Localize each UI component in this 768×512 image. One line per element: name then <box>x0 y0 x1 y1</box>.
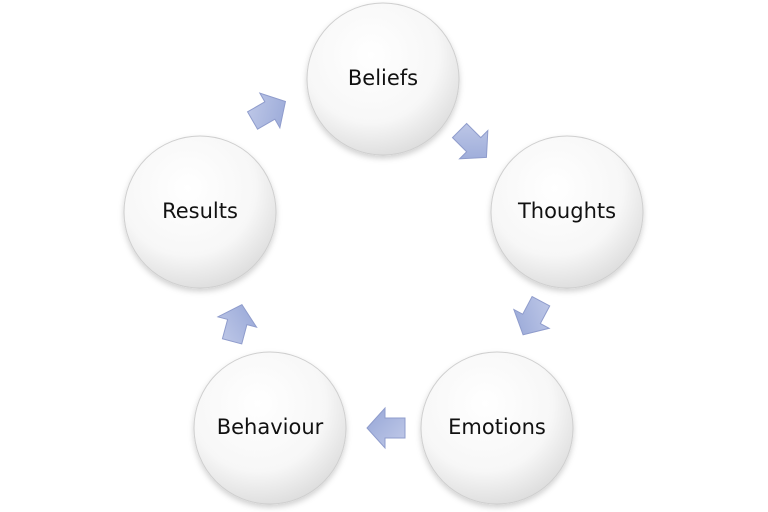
node-thoughts: Thoughts <box>490 135 644 289</box>
node-results: Results <box>123 135 277 289</box>
node-results-circle <box>123 135 277 289</box>
arrow-thoughts-to-emotions <box>512 295 551 336</box>
node-emotions: Emotions <box>420 351 574 505</box>
node-beliefs: Beliefs <box>306 2 460 156</box>
node-behaviour: Behaviour <box>193 351 347 505</box>
arrow-beliefs-to-thoughts <box>451 122 489 160</box>
node-behaviour-circle <box>193 351 347 505</box>
node-thoughts-circle <box>490 135 644 289</box>
node-emotions-label: Emotions <box>448 415 546 439</box>
node-beliefs-circle <box>306 2 460 156</box>
arrow-emotions-to-behaviour <box>366 406 406 450</box>
node-emotions-circle <box>420 351 574 505</box>
node-behaviour-label: Behaviour <box>217 415 324 439</box>
arrow-behaviour-to-results <box>216 303 258 345</box>
arrow-results-to-beliefs <box>246 92 287 130</box>
node-thoughts-label: Thoughts <box>517 199 616 223</box>
node-beliefs-label: Beliefs <box>348 66 418 90</box>
node-results-label: Results <box>162 199 238 223</box>
